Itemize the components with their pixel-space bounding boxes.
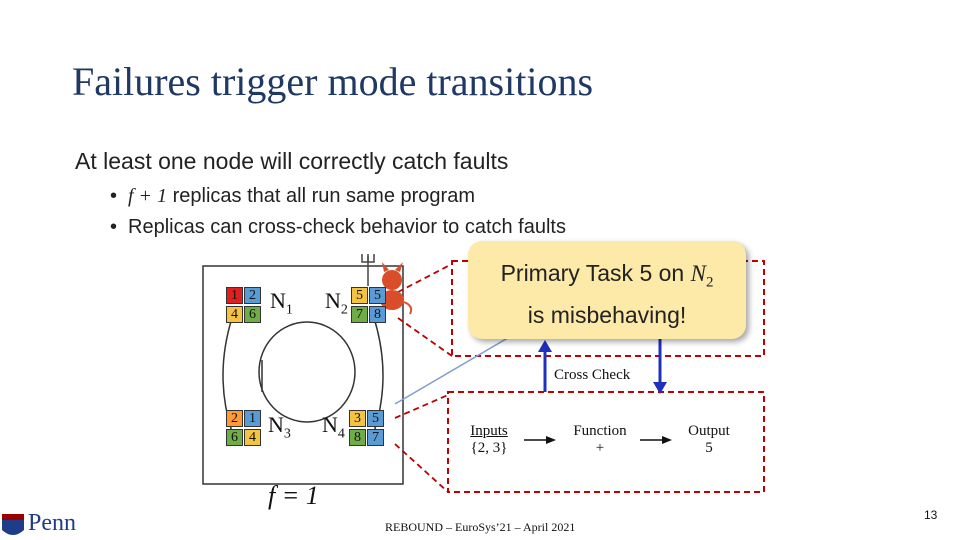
node-label-n1: N1 bbox=[270, 288, 293, 318]
task-number: 2 bbox=[231, 411, 238, 426]
node-label-n2: N2 bbox=[325, 288, 348, 318]
page-number: 13 bbox=[924, 508, 938, 522]
bullet-dot: • bbox=[110, 185, 118, 207]
node-label-n3: N3 bbox=[268, 412, 291, 442]
pipeline-arrow-head bbox=[546, 436, 556, 444]
task-cell: 1 bbox=[244, 410, 261, 427]
task-cell: 5 bbox=[367, 410, 384, 427]
inputs-block: Inputs {2, 3} bbox=[462, 423, 516, 457]
task-cell: 3 bbox=[349, 410, 366, 427]
task-number: 5 bbox=[372, 411, 379, 426]
task-number: 5 bbox=[356, 288, 363, 303]
bullet-main-text: At least one node will correctly catch f… bbox=[75, 148, 509, 174]
task-number: 5 bbox=[374, 288, 381, 303]
task-number: 3 bbox=[354, 411, 361, 426]
cross-check-box-bottom bbox=[447, 391, 765, 493]
task-cell: 7 bbox=[367, 429, 384, 446]
task-cell: 7 bbox=[351, 306, 368, 323]
inputs-label: Inputs bbox=[470, 423, 508, 439]
footer-text: REBOUND – EuroSys’21 – April 2021 bbox=[385, 520, 576, 534]
arrow-head-down bbox=[653, 382, 667, 394]
task-cell: 5 bbox=[351, 287, 368, 304]
task-cell: 8 bbox=[369, 306, 386, 323]
devil-icon bbox=[361, 254, 413, 315]
task-cell: 8 bbox=[349, 429, 366, 446]
function-value: + bbox=[595, 440, 605, 456]
task-cell: 2 bbox=[226, 410, 243, 427]
sub-bullet-1: • f + 1 replicas that all run same progr… bbox=[110, 185, 475, 208]
function-label: Function bbox=[573, 423, 627, 439]
dashed-connector bbox=[394, 443, 449, 493]
task-cell: 1 bbox=[226, 287, 243, 304]
task-cell: 6 bbox=[226, 429, 243, 446]
output-label: Output bbox=[688, 423, 730, 439]
task-number: 7 bbox=[372, 430, 379, 445]
arrow-head-up bbox=[538, 340, 552, 352]
pipeline-arrow-head bbox=[662, 436, 672, 444]
slide-title: Failures trigger mode transitions bbox=[72, 59, 594, 104]
task-number: 1 bbox=[231, 288, 238, 303]
task-number: 8 bbox=[354, 430, 361, 445]
network-ring bbox=[258, 321, 356, 423]
output-value: 5 bbox=[705, 440, 713, 456]
bullet-dot: • bbox=[110, 216, 118, 238]
task-number: 2 bbox=[249, 288, 256, 303]
network-frame bbox=[202, 265, 404, 485]
function-block: Function + bbox=[564, 423, 636, 457]
task-cell: 4 bbox=[226, 306, 243, 323]
task-number: 8 bbox=[374, 307, 381, 322]
task-number: 4 bbox=[231, 307, 238, 322]
sub-bullet-2: • Replicas can cross-check behavior to c… bbox=[110, 216, 566, 239]
dashed-connector bbox=[397, 317, 453, 357]
dashed-connector bbox=[397, 263, 453, 293]
penn-logo-text: Penn bbox=[28, 510, 76, 536]
node-label-n4: N4 bbox=[322, 412, 345, 442]
sub-bullet-1-text: replicas that all run same program bbox=[167, 185, 475, 207]
task-number: 6 bbox=[249, 307, 256, 322]
task-cell: 4 bbox=[244, 429, 261, 446]
inputs-value: {2, 3} bbox=[470, 440, 508, 456]
task-cell: 2 bbox=[244, 287, 261, 304]
task-number: 7 bbox=[356, 307, 363, 322]
task-number: 4 bbox=[249, 430, 256, 445]
misbehaving-callout: Primary Task 5 on N2 is misbehaving! bbox=[468, 241, 746, 339]
task-cell: 5 bbox=[369, 287, 386, 304]
penn-shield-icon bbox=[2, 514, 24, 535]
callout-node-math: N bbox=[690, 261, 706, 286]
task-number: 6 bbox=[231, 430, 238, 445]
callout-text: Primary Task 5 on N2 is misbehaving! bbox=[500, 260, 714, 328]
task-number: 1 bbox=[249, 411, 256, 426]
sub-bullet-2-text: Replicas can cross-check behavior to cat… bbox=[128, 216, 566, 238]
task-cell: 6 bbox=[244, 306, 261, 323]
sub-bullet-1-math: f + 1 bbox=[128, 185, 168, 207]
bullet-main: At least one node will correctly catch f… bbox=[75, 148, 508, 175]
output-block: Output 5 bbox=[678, 423, 740, 457]
fault-bound-equation: f = 1 bbox=[268, 481, 319, 510]
cross-check-label: Cross Check bbox=[554, 367, 631, 383]
